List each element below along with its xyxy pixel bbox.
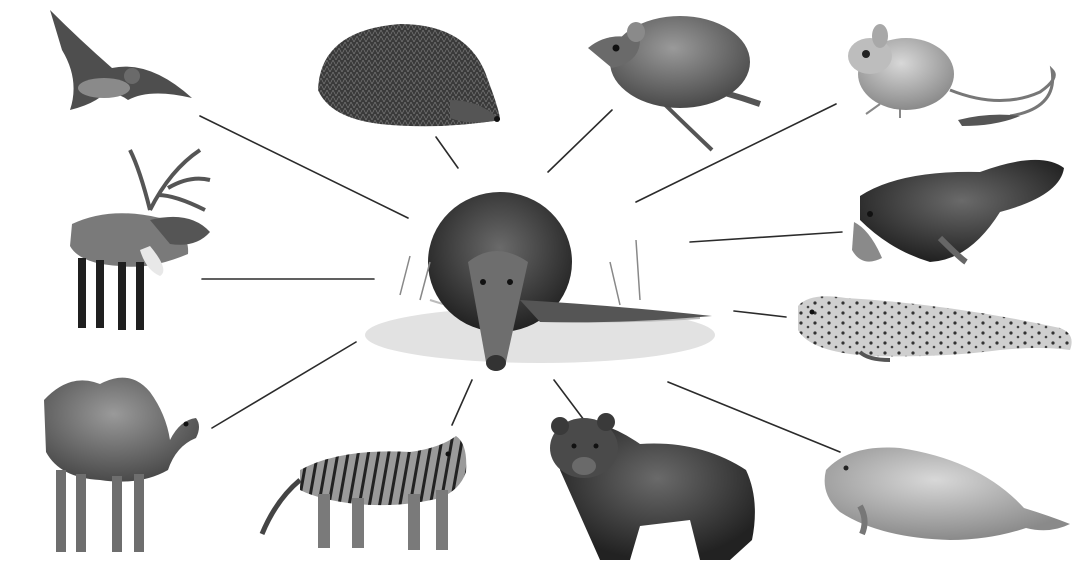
line-bat — [200, 116, 408, 218]
reindeer-icon — [70, 150, 210, 330]
line-dugong — [668, 382, 840, 452]
line-platypus — [690, 232, 842, 242]
seal-icon — [798, 296, 1072, 360]
bat-icon — [50, 10, 192, 110]
mouse-icon — [588, 16, 760, 150]
line-mouse — [548, 110, 612, 172]
line-bear — [554, 380, 584, 420]
line-camel — [212, 342, 356, 428]
tiger-icon — [262, 436, 466, 550]
jerboa-icon — [848, 24, 1054, 126]
line-hedgehog — [436, 137, 458, 168]
line-tiger — [452, 380, 472, 425]
camel-icon — [44, 378, 199, 552]
hedgehog-icon — [318, 24, 500, 126]
dugong-icon — [825, 447, 1070, 540]
line-jerboa — [636, 104, 836, 202]
line-seal — [734, 311, 786, 317]
solenodon-icon — [365, 192, 715, 371]
platypus-icon — [852, 160, 1064, 262]
bear-icon — [550, 413, 755, 560]
